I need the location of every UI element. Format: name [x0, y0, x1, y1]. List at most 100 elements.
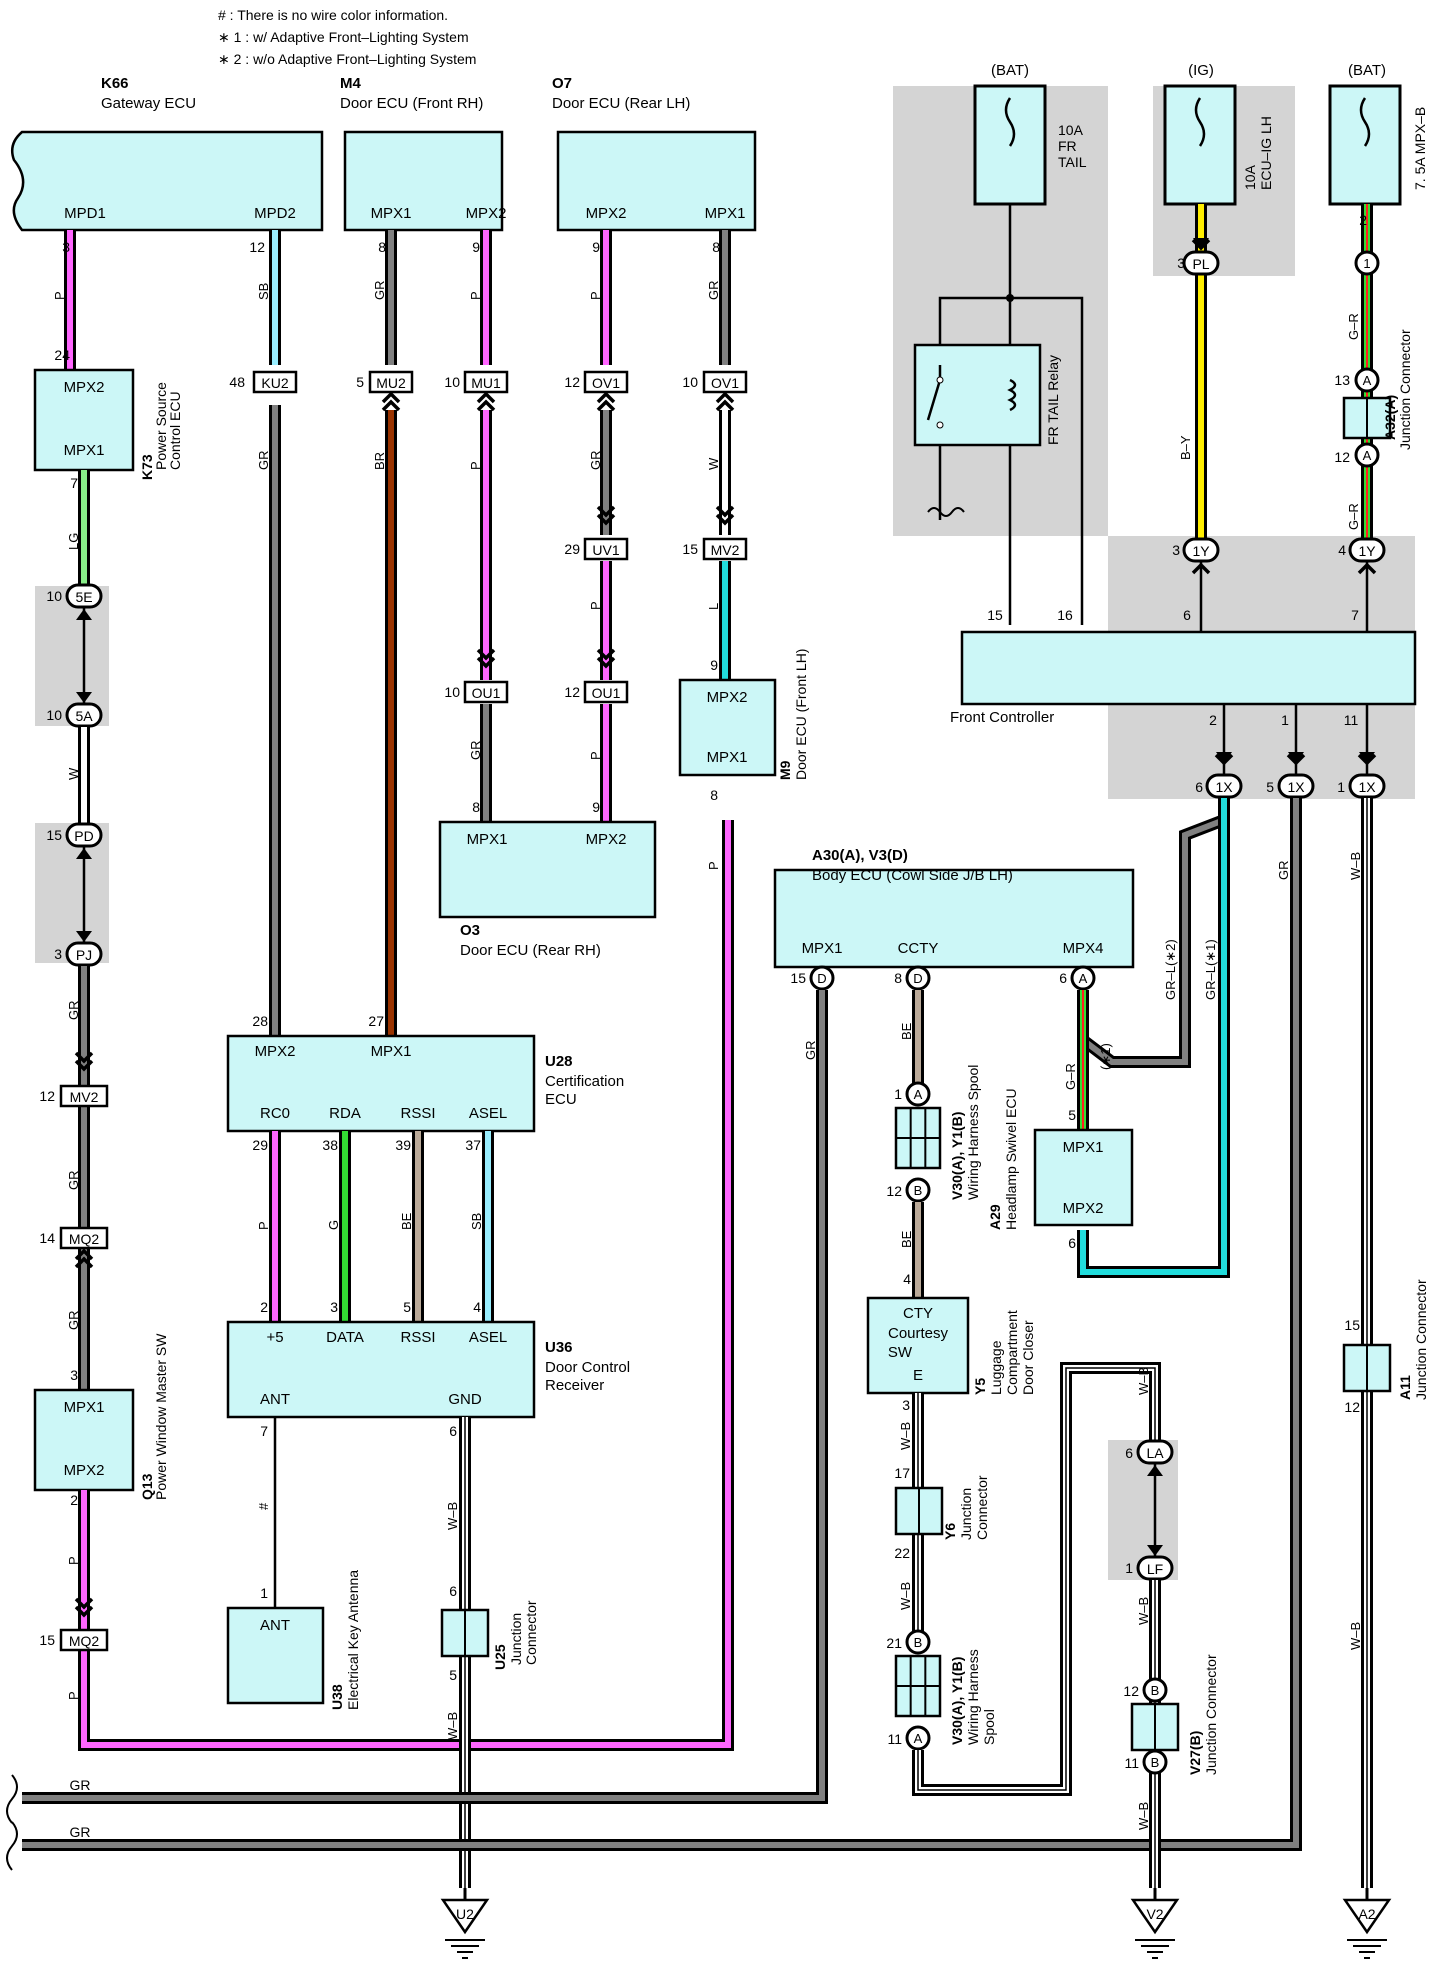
- pin-name: RC0: [260, 1105, 290, 1122]
- component-name: Connector: [523, 1600, 539, 1665]
- pin-number: 3: [70, 1367, 78, 1383]
- wire-label: P: [588, 751, 603, 760]
- pin-name: MPX1: [371, 1043, 412, 1060]
- pin-name: GND: [448, 1391, 482, 1408]
- wire-label: GR: [706, 281, 721, 301]
- pin-number: 15: [790, 970, 806, 986]
- connector-box: [583, 680, 629, 704]
- pin-number: 10: [46, 588, 62, 604]
- pin-number: 5: [1266, 779, 1274, 795]
- connector-oval: [1348, 537, 1386, 563]
- pin-number: 3: [54, 946, 62, 962]
- wire-label: GR: [803, 1041, 818, 1061]
- pin-number: 6: [1059, 970, 1067, 986]
- pin-number: 13: [1334, 372, 1350, 388]
- arrow-icon: [76, 848, 92, 859]
- component-name: Certification: [545, 1073, 624, 1090]
- relay-end-icon: [927, 507, 965, 517]
- pin-number: 12: [564, 374, 580, 390]
- ground-label: U2: [456, 1906, 474, 1922]
- pin-circle: [1070, 965, 1096, 991]
- wire-label: B–Y: [1178, 435, 1193, 460]
- fuse-label: 10A: [1058, 122, 1084, 138]
- pin-number: 4: [473, 1299, 481, 1315]
- wire-label: G–R: [1346, 503, 1361, 530]
- component-name: Y5: [972, 1378, 988, 1395]
- fuse-label: TAIL: [1058, 154, 1087, 170]
- pin-number: 15: [46, 827, 62, 843]
- connector-oval: [1182, 537, 1220, 563]
- connector-label: MU1: [471, 375, 501, 391]
- component-name: M4: [340, 75, 361, 92]
- pin-number: 3: [1172, 542, 1180, 558]
- pin-circle-label: B: [914, 1183, 923, 1198]
- note-text: # : There is no wire color information.: [218, 7, 448, 23]
- pin-circle: [905, 1177, 931, 1203]
- pin-number: 17: [894, 1465, 910, 1481]
- wire-label: G–R: [1063, 1063, 1078, 1090]
- wire-label: W–B: [898, 1582, 913, 1610]
- m9-box: [678, 678, 777, 777]
- connector-label: UV1: [592, 542, 619, 558]
- chevron-icon: [74, 1051, 94, 1064]
- chevron-icon: [1357, 753, 1377, 766]
- pin-name: MPX1: [1063, 1139, 1104, 1156]
- break-icon: [6, 1774, 18, 1824]
- wire-label: GR: [70, 1824, 91, 1840]
- component-name: Power Window Master SW: [153, 1333, 169, 1500]
- pin-name: MPX1: [371, 205, 412, 222]
- pin-number: 2: [1209, 712, 1217, 728]
- connector-label: LA: [1146, 1445, 1164, 1461]
- pin-circle: [1354, 442, 1380, 468]
- pin-number: 9: [472, 239, 480, 255]
- pin-circle: [905, 1725, 931, 1751]
- component-name: O7: [552, 75, 572, 92]
- component-name: Wiring Harness: [965, 1649, 981, 1745]
- pin-number: 12: [1344, 1399, 1360, 1415]
- pin-number: 27: [368, 1013, 384, 1029]
- pin-name: MPX2: [586, 205, 627, 222]
- component-name: ECU: [545, 1091, 577, 1108]
- chevron-icon: [596, 656, 616, 669]
- chevron-icon: [381, 391, 401, 404]
- pin-number: 39: [395, 1137, 411, 1153]
- pin-circle-label: A: [1079, 971, 1088, 986]
- connector-oval: [65, 702, 103, 728]
- pin-number: 10: [682, 374, 698, 390]
- pin-number: 10: [444, 374, 460, 390]
- chevron-icon: [1286, 753, 1306, 766]
- component-name: U28: [545, 1053, 573, 1070]
- pin-number: 1: [1281, 712, 1289, 728]
- wire-label: G–R: [1346, 313, 1361, 340]
- connector-label: 1X: [1358, 779, 1376, 795]
- arrow-icon: [1216, 752, 1232, 763]
- fuse-icon: [1194, 97, 1206, 147]
- arrow-icon: [1359, 752, 1375, 763]
- pin-circle: [1354, 367, 1380, 393]
- component-name: Junction Connector: [1203, 1654, 1219, 1775]
- connector-label: PJ: [76, 947, 92, 963]
- pin-number: 16: [1057, 607, 1073, 623]
- pin-name: MPX1: [707, 749, 748, 766]
- pin-name: CTY: [903, 1305, 933, 1322]
- pin-name: MPD1: [64, 205, 106, 222]
- pin-number: 6: [1195, 779, 1203, 795]
- chevron-icon: [715, 391, 735, 404]
- chevron-icon: [596, 505, 616, 518]
- ground-label: V2: [1146, 1906, 1163, 1922]
- pin-circle: [1142, 1749, 1168, 1775]
- connector-box: [59, 1084, 109, 1108]
- chevron-icon: [1357, 562, 1377, 575]
- pin-number: 4: [903, 1271, 911, 1287]
- chevron-icon: [715, 505, 735, 518]
- chevron-icon: [476, 399, 496, 412]
- chevron-icon: [596, 391, 616, 404]
- component-name: O3: [460, 922, 480, 939]
- component-name: Electrical Key Antenna: [345, 1570, 361, 1710]
- component-name: Compartment: [1004, 1310, 1020, 1395]
- component-name: Body ECU (Cowl Side J/B LH): [812, 867, 1013, 884]
- component-name: Wiring Harness Spool: [965, 1065, 981, 1200]
- connector-label: 1Y: [1192, 543, 1210, 559]
- wire-label: GR: [256, 451, 271, 471]
- wire-label: GR: [70, 1777, 91, 1793]
